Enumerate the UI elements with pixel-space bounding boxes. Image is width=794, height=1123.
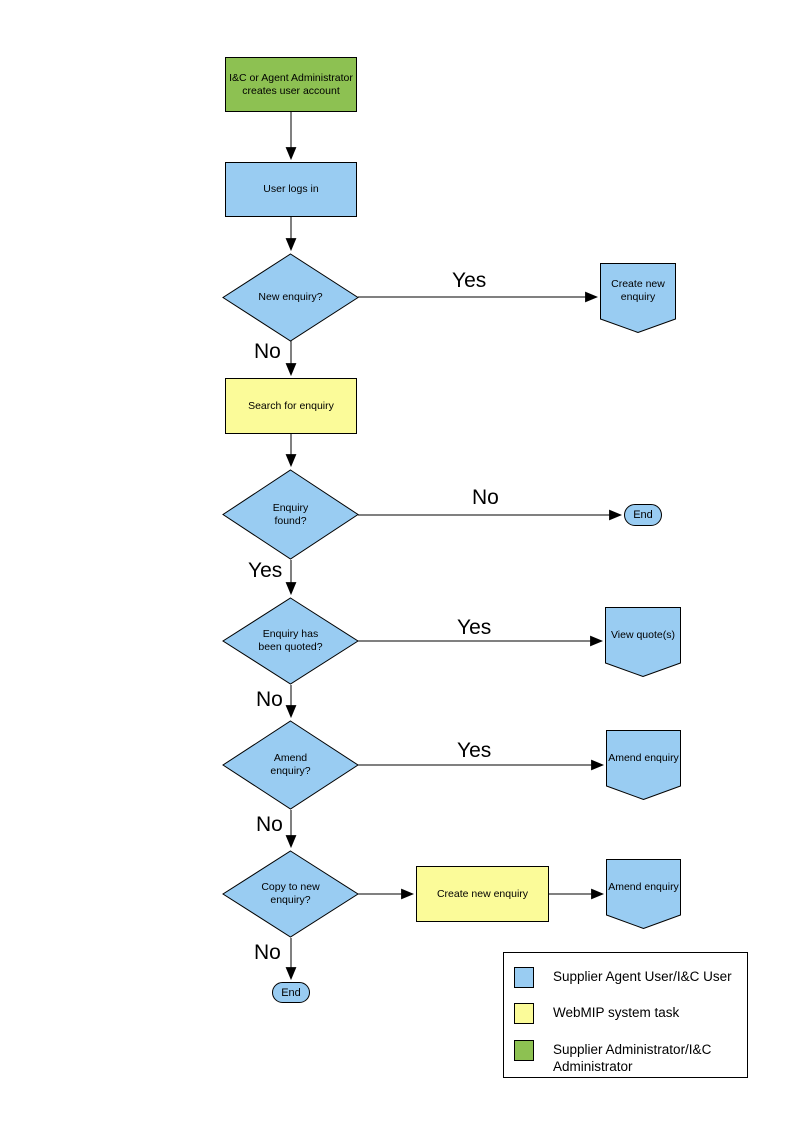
node-end-right: End [624,504,662,526]
node-amend-enquiry-b: Amend enquiry [606,859,681,929]
node-copy-to-new-decision: Copy to new enquiry? [222,850,359,938]
legend-label-system: WebMIP system task [553,1005,680,1020]
pentagon-shape [606,730,681,800]
legend-box: Supplier Agent User/I&C User WebMIP syst… [503,952,748,1078]
legend-label-user: Supplier Agent User/I&C User [553,969,732,984]
node-view-quotes: View quote(s) [605,607,681,677]
node-user-logs-in: User logs in [225,162,357,217]
edge-label-found-yes: Yes [248,559,283,582]
node-view-quotes-label: View quote(s) [610,628,675,641]
node-enquiry-found-label: Enquiry found? [272,501,309,527]
node-enquiry-quoted-decision: Enquiry has been quoted? [222,597,359,685]
node-create-new-enquiry-mid: Create new enquiry [416,866,549,922]
edge-label-copy-no: No [254,941,281,964]
node-amend-enquiry-q-label: Amend enquiry? [270,752,311,777]
diamond-shape [222,253,359,342]
pentagon-shape [600,263,676,333]
diamond-shape [222,469,359,560]
node-amend-enquiry-decision: Amend enquiry? [222,720,359,810]
node-create-user-account-label: I&C or Agent Administrator creates user … [229,71,353,97]
node-amend-enquiry-a-label: Amend enquiry [608,751,679,764]
node-amend-enquiry-b-label: Amend enquiry [608,880,679,893]
edge-label-newenquiry-no: No [254,340,281,363]
legend-item-system: WebMIP system task [514,1003,741,1024]
node-enquiry-quoted-label: Enquiry has been quoted? [258,628,323,653]
legend-swatch-system [514,1003,534,1024]
edge-label-found-no: No [472,486,499,509]
node-new-enquiry-decision: New enquiry? [222,253,359,342]
edge-label-amend-no: No [256,813,283,836]
legend-swatch-admin [514,1040,534,1061]
legend-item-admin: Supplier Administrator/I&C Administrator [514,1040,741,1075]
node-end-right-label: End [633,509,653,521]
legend-item-user: Supplier Agent User/I&C User [514,967,741,988]
node-enquiry-found-decision: Enquiry found? [222,469,359,560]
node-copy-to-new-label: Copy to new enquiry? [261,881,320,906]
edge-label-quoted-yes: Yes [457,616,492,639]
pentagon-shape [605,607,681,677]
node-search-for-enquiry: Search for enquiry [225,378,357,434]
node-amend-enquiry-a: Amend enquiry [606,730,681,800]
edge-label-quoted-no: No [256,688,283,711]
edge-label-newenquiry-yes: Yes [452,269,487,292]
node-end-bottom-label: End [281,986,301,999]
legend-swatch-user [514,967,534,988]
diamond-shape [222,850,359,938]
edge-label-amend-yes: Yes [457,739,492,762]
diamond-shape [222,597,359,685]
pentagon-shape [606,859,681,929]
legend-label-admin: Supplier Administrator/I&C Administrator [553,1042,712,1074]
diamond-shape [222,720,359,810]
node-user-logs-in-label: User logs in [263,183,319,195]
node-end-bottom: End [272,982,310,1003]
node-new-enquiry-label: New enquiry? [258,291,323,303]
node-create-user-account: I&C or Agent Administrator creates user … [225,57,357,112]
node-search-for-enquiry-label: Search for enquiry [248,399,334,412]
node-create-new-enquiry-top: Create new enquiry [600,263,676,333]
node-create-new-enquiry-top-label: Create new enquiry [611,278,665,303]
node-create-new-enquiry-mid-label: Create new enquiry [436,887,529,900]
